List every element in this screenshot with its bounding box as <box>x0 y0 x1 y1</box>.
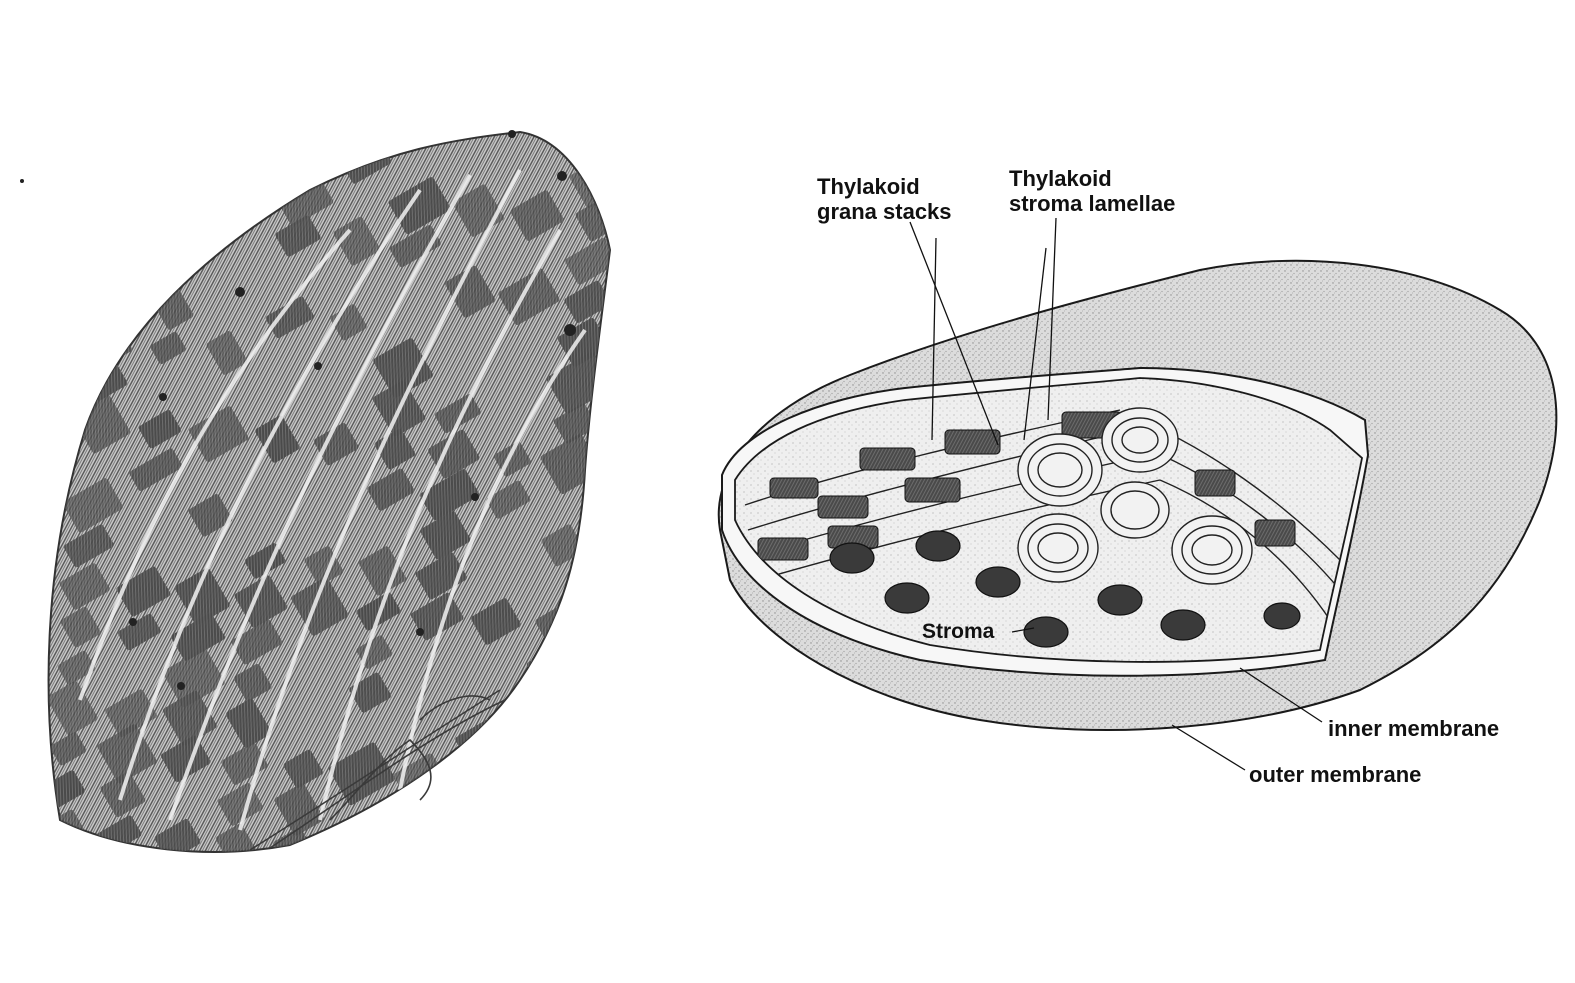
label-thylakoid-grana-line2: grana stacks <box>817 199 952 224</box>
label-outer-membrane: outer membrane <box>1249 762 1421 787</box>
granum <box>100 155 152 205</box>
label-thylakoid-grana-stacks: Thylakoid grana stacks <box>817 174 952 224</box>
chloroplast-micrograph <box>20 127 631 892</box>
granum <box>442 841 501 889</box>
granum <box>155 202 205 250</box>
granum <box>168 127 209 163</box>
granum <box>516 767 561 811</box>
label-inner-membrane: inner membrane <box>1328 716 1499 741</box>
label-thylakoid-stroma-lamellae: Thylakoid stroma lamellae <box>1009 166 1175 216</box>
granum <box>508 848 553 892</box>
label-stroma: Stroma <box>922 619 994 644</box>
granum <box>390 792 443 846</box>
chloroplast-cutaway-diagram <box>719 218 1557 770</box>
granum <box>86 280 142 325</box>
granum <box>226 129 270 170</box>
label-thylakoid-grana-line1: Thylakoid <box>817 174 952 199</box>
label-thylakoid-stroma-line2: stroma lamellae <box>1009 191 1175 216</box>
granum <box>158 159 211 212</box>
label-thylakoid-stroma-line1: Thylakoid <box>1009 166 1175 191</box>
leader-outer-membrane <box>1172 725 1245 770</box>
